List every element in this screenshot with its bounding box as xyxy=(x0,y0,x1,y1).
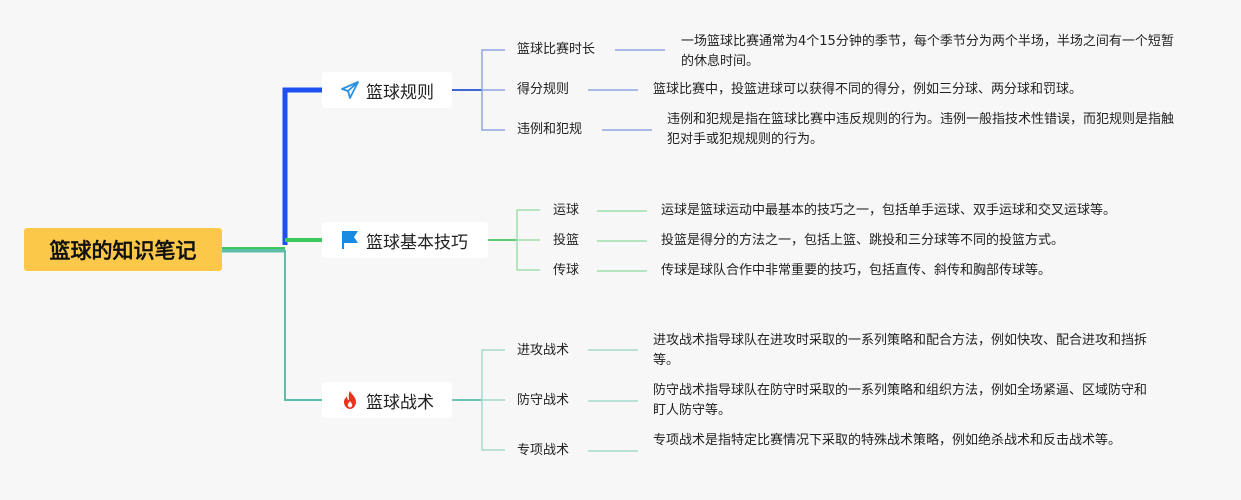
topic-label[interactable]: 得分规则 xyxy=(517,82,570,97)
branch-title: 篮球基本技巧 xyxy=(366,232,468,253)
branch-node-skills[interactable]: 篮球基本技巧 xyxy=(322,222,488,258)
topic-description: 违例和犯规是指在篮球比赛中违反规则的行为。违例一般指技术性错误，而犯规则是指触犯… xyxy=(667,112,1175,147)
topic-label[interactable]: 传球 xyxy=(553,263,580,278)
topic-description: 防守战术指导球队在防守时采取的一系列策略和组织方法，例如全场紧逼、区域防守和盯人… xyxy=(653,383,1148,418)
topic-description: 运球是篮球运动中最基本的技巧之一，包括单手运球、双手运球和交叉运球等。 xyxy=(661,203,1117,218)
topic-label[interactable]: 专项战术 xyxy=(517,443,570,458)
branch-node-rules[interactable]: 篮球规则 xyxy=(322,72,452,108)
topic-description: 投篮是得分的方法之一，包括上篮、跳投和三分球等不同的投篮方式。 xyxy=(661,233,1065,248)
topic-label[interactable]: 进攻战术 xyxy=(517,343,570,358)
topic-description: 传球是球队合作中非常重要的技巧，包括直传、斜传和胸部传球等。 xyxy=(661,263,1052,278)
topic-label[interactable]: 投篮 xyxy=(553,233,580,248)
topic-label[interactable]: 违例和犯规 xyxy=(517,122,583,137)
topic-description: 一场篮球比赛通常为4个15分钟的季节，每个季节分为两个半场，半场之间有一个短暂的… xyxy=(681,34,1174,69)
topic-description: 篮球比赛中，投篮进球可以获得不同的得分，例如三分球、两分球和罚球。 xyxy=(653,82,1083,97)
flag-icon xyxy=(340,230,360,250)
topic-description: 专项战术是指特定比赛情况下采取的特殊战术策略，例如绝杀战术和反击战术等。 xyxy=(653,433,1122,448)
root-node[interactable]: 篮球的知识笔记 xyxy=(24,228,222,271)
branch-title: 篮球规则 xyxy=(366,82,434,103)
topic-label[interactable]: 运球 xyxy=(553,203,580,218)
fire-icon xyxy=(340,390,360,410)
paper-plane-icon xyxy=(340,80,360,100)
topic-label[interactable]: 防守战术 xyxy=(517,393,570,408)
branch-node-tactics[interactable]: 篮球战术 xyxy=(322,382,452,418)
root-title: 篮球的知识笔记 xyxy=(49,238,197,263)
branch-title: 篮球战术 xyxy=(366,392,434,413)
topic-label[interactable]: 篮球比赛时长 xyxy=(517,42,596,57)
topic-description: 进攻战术指导球队在进攻时采取的一系列策略和配合方法，例如快攻、配合进攻和挡拆等。 xyxy=(653,333,1148,368)
